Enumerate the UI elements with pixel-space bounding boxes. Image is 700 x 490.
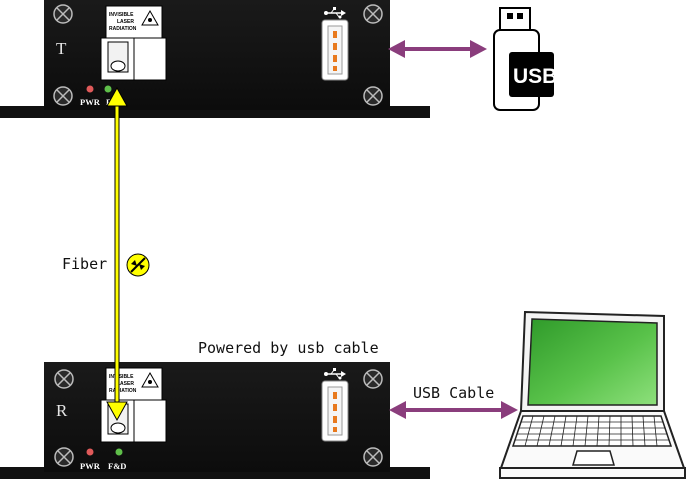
fiber-port (100, 37, 167, 81)
usb-symbol-icon (324, 7, 346, 19)
screw-icon (53, 4, 73, 24)
usb-port (321, 19, 349, 81)
warning-line-2: LASER (117, 381, 134, 387)
transmitter-unit: T INVISIBLE LASER RADIATION PWR F&D (0, 0, 430, 118)
fd-led (115, 448, 123, 456)
usb-link-arrow (388, 40, 487, 58)
usb-cable-label: USB Cable (413, 384, 495, 402)
screw-icon (54, 369, 74, 389)
screw-icon (53, 86, 73, 106)
screw-icon (363, 4, 383, 24)
screw-icon (363, 86, 383, 106)
fiber-label: Fiber (62, 255, 108, 273)
fd-label: F&D (108, 461, 126, 471)
laptop-icon (499, 310, 686, 479)
receiver-unit: R INVISIBLE LASER RADIATION PWR F&D (0, 362, 430, 479)
power-led (86, 448, 94, 456)
laser-hazard-icon (141, 371, 159, 388)
usb-cable-arrow (389, 401, 518, 419)
warning-line-1: INVISIBLE (109, 12, 134, 18)
pwr-label: PWR (80, 461, 101, 471)
screw-icon (54, 447, 74, 467)
screw-icon (363, 447, 383, 467)
usb-symbol-icon (324, 368, 346, 380)
laser-hazard-icon (141, 9, 159, 26)
usb-drive-icon: USB (493, 7, 557, 111)
fd-led (104, 85, 112, 93)
usb-drive-label: USB (513, 65, 557, 88)
power-led (86, 85, 94, 93)
fiber-link (106, 86, 128, 422)
pwr-label: PWR (80, 97, 101, 107)
laser-warning-label: INVISIBLE LASER RADIATION (105, 5, 163, 39)
receiver-letter: R (56, 401, 68, 420)
warning-line-1: INVISIBLE (109, 374, 134, 380)
warning-line-3: RADIATION (109, 26, 137, 32)
warning-line-3: RADIATION (109, 388, 137, 394)
powered-by-usb-label: Powered by usb cable (198, 339, 379, 357)
warning-line-2: LASER (117, 19, 134, 25)
transmitter-letter: T (56, 39, 67, 58)
laser-warning-label: INVISIBLE LASER RADIATION (105, 367, 163, 401)
usb-port (321, 380, 349, 442)
screw-icon (363, 369, 383, 389)
fiber-symbol-icon (126, 253, 150, 277)
